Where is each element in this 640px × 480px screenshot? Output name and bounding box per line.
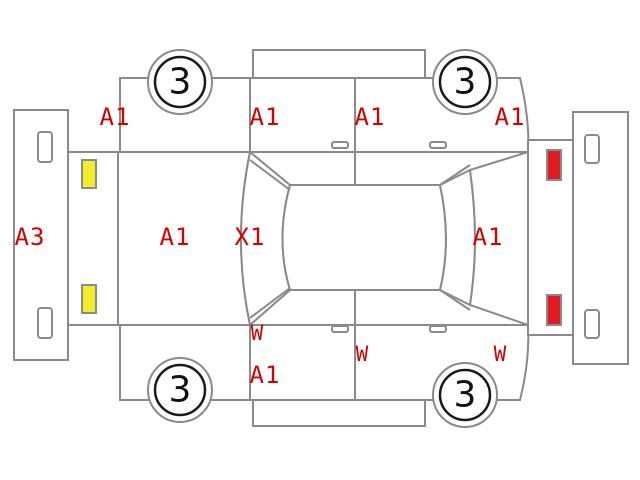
wheel-rear-left[interactable]: 3 [432,49,498,115]
code-right-rear-fender: W [494,342,507,366]
front-light-top [81,159,97,189]
rear-bumper[interactable] [572,111,629,365]
code-right-front-pillar-lower: A1 [250,361,281,389]
wheel-front-left[interactable]: 3 [147,49,213,115]
trunk[interactable] [468,139,574,336]
code-hood: A1 [160,223,191,251]
rear-light-bottom [546,294,562,326]
code-left-front-door: A1 [250,103,281,131]
roof[interactable] [281,184,447,291]
code-left-rear-door: A1 [355,103,386,131]
front-light-bottom [81,284,97,314]
code-trunk: A1 [473,223,504,251]
a-pillar-bottom [249,287,291,319]
c-pillar-bottom [439,289,471,311]
code-windshield: X1 [235,223,266,251]
code-front-bumper: A3 [15,223,46,251]
wheel-front-right[interactable]: 3 [147,357,213,423]
code-right-front-door: W [356,342,369,366]
rear-light-top [546,149,562,181]
a-pillar-top [249,159,291,191]
svg-text:3: 3 [169,370,192,411]
code-left-front-fender: A1 [100,103,131,131]
svg-text:3: 3 [454,62,477,103]
svg-text:3: 3 [454,375,477,416]
wheel-rear-right[interactable]: 3 [432,362,498,428]
c-pillar-top [439,164,471,186]
rear-window[interactable] [438,168,476,307]
code-left-rear-fender: A1 [495,103,526,131]
svg-text:3: 3 [169,62,192,103]
code-right-front-pillar: W [251,321,264,345]
front-bumper[interactable] [13,109,69,361]
